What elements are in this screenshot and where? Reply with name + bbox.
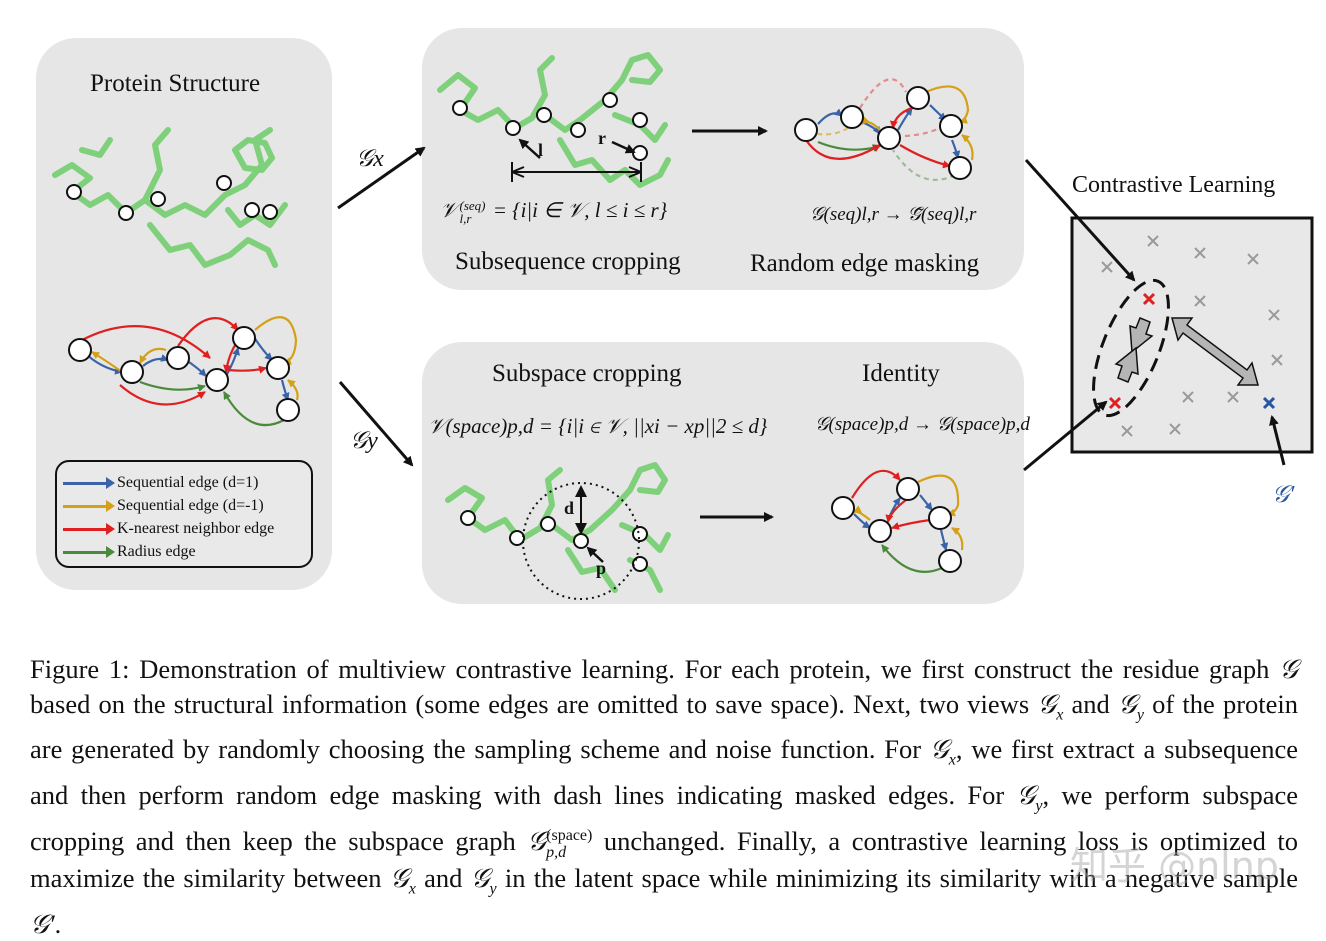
label-p: p xyxy=(596,558,607,578)
caption-text: based on the structural information (som… xyxy=(30,688,1038,719)
push-arrow xyxy=(1171,317,1259,386)
latent-cross-marks xyxy=(1101,235,1283,437)
positive-pair-cross xyxy=(1108,396,1122,410)
caption-math-sub: x xyxy=(948,751,956,769)
gx-panel xyxy=(422,28,1024,290)
caption-text: of the protein are generated by randomly… xyxy=(30,688,1299,765)
subsequence-nodes xyxy=(452,92,648,161)
subspace-nodes xyxy=(460,510,648,572)
masked-graph-nodes xyxy=(794,86,972,180)
watermark: 知乎 @nlnp xyxy=(1070,844,1279,888)
caption-text: in the latent space while minimizing its… xyxy=(496,862,1298,893)
arrow-to-gy xyxy=(338,381,414,467)
subsequence-title: Subsequence cropping xyxy=(455,248,681,275)
legend-label: Sequential edge (d=-1) xyxy=(117,497,264,514)
pull-arrows xyxy=(1114,317,1154,383)
subspace-radius-circle xyxy=(522,482,640,600)
range-bracket xyxy=(511,162,642,182)
legend-arrow-icon xyxy=(63,522,115,535)
caption-math-sub: x xyxy=(408,880,416,898)
legend-label: K-nearest neighbor edge xyxy=(117,520,275,537)
subsequence-formula-sub: l,r xyxy=(459,211,472,227)
identity-graph-nodes xyxy=(831,477,962,573)
positive-pair-ellipse xyxy=(1092,278,1170,418)
graph-nodes-left xyxy=(68,326,300,422)
caption-math: 𝒢 xyxy=(929,734,949,765)
subsequence-formula: 𝒱(seq)l,r = {i|i ∈ 𝒱, l ≤ i ≤ r} xyxy=(440,198,667,225)
legend-item-radius: Radius edge xyxy=(63,541,196,563)
caption-text: Figure 1: Demonstration of multiview con… xyxy=(30,654,1280,684)
contrastive-learning-title: Contrastive Learning xyxy=(1072,172,1276,198)
figure-diagram xyxy=(36,28,1314,604)
arrow-gy-to-latent xyxy=(1023,400,1108,472)
caption-math: 𝒢 xyxy=(1016,780,1036,811)
caption-math: 𝒢 xyxy=(470,862,490,893)
caption-text: and xyxy=(1063,688,1118,719)
figure-caption: Figure 1: Demonstration of multiview con… xyxy=(30,652,1298,941)
masked-graph-edges xyxy=(805,78,974,181)
identity-graph-edges xyxy=(851,469,964,573)
edge-masking-formula: 𝒢(seq)l,r → 𝒢̃(seq)l,r xyxy=(810,204,977,225)
subspace-formula: 𝒱(space)p,d = {i|i ∈ 𝒱, ||xi − xp||2 ≤ d… xyxy=(428,414,768,438)
label-r: r xyxy=(598,128,606,148)
legend-item-knn: K-nearest neighbor edge xyxy=(63,518,274,540)
label-d: d xyxy=(564,498,575,518)
caption-math-sub: x xyxy=(1056,705,1064,723)
r-arrow xyxy=(611,140,636,154)
legend-item-seq-dm1: Sequential edge (d=-1) xyxy=(63,495,264,517)
full-residue-graph xyxy=(81,316,299,427)
protein-structure-title: Protein Structure xyxy=(90,70,261,97)
arrow-gx-to-latent xyxy=(1024,158,1136,282)
subsequence-formula-rest: = {i|i ∈ 𝒱, l ≤ i ≤ r} xyxy=(487,198,668,222)
caption-text: unchanged. Finally, a contrastive learni… xyxy=(30,825,1299,893)
label-l: l xyxy=(538,140,544,160)
p-arrow xyxy=(586,546,604,563)
caption-math-sub: y xyxy=(1136,705,1144,723)
protein-structure-panel xyxy=(36,38,332,590)
edge-legend: Sequential edge (d=1) Sequential edge (d… xyxy=(55,460,313,568)
gy-view-label: 𝒢y xyxy=(350,428,378,454)
caption-math-sub: p,d xyxy=(546,843,567,861)
identity-title: Identity xyxy=(862,360,940,387)
caption-math: 𝒢 xyxy=(1037,688,1057,719)
caption-math: 𝒢 xyxy=(1279,654,1298,684)
subsequence-formula-sup: (seq) xyxy=(459,198,486,214)
caption-text: , we first extract a subsequence and the… xyxy=(30,734,1299,811)
caption-math: 𝒢 xyxy=(527,825,547,856)
arrow-negative-to-latent xyxy=(1269,415,1286,466)
caption-text: , we perform subspace cropping and then … xyxy=(30,780,1298,856)
caption-math-sub: y xyxy=(1035,797,1043,815)
protein-nodes-left xyxy=(66,175,278,221)
caption-math-sub: y xyxy=(489,880,497,898)
positive-anchor-cross xyxy=(1142,292,1156,306)
caption-math-sup: (space) xyxy=(546,826,593,844)
caption-math: 𝒢 xyxy=(389,862,409,893)
legend-label: Sequential edge (d=1) xyxy=(117,474,259,491)
l-arrow xyxy=(518,138,541,159)
legend-arrow-icon xyxy=(63,545,115,558)
legend-label: Radius edge xyxy=(117,543,196,560)
legend-arrow-icon xyxy=(63,499,115,512)
identity-formula: 𝒢(space)p,d → 𝒢(space)p,d xyxy=(815,414,1030,435)
legend-arrow-icon xyxy=(63,476,115,489)
legend-item-seq-d1: Sequential edge (d=1) xyxy=(63,472,258,494)
caption-text: and xyxy=(415,862,471,893)
negative-sample-label: 𝒢′ xyxy=(1272,482,1295,508)
caption-math: 𝒢 xyxy=(1117,688,1137,719)
negative-sample-cross xyxy=(1262,396,1276,410)
gx-view-label: 𝒢x xyxy=(356,146,384,172)
d-arrowheads xyxy=(575,485,587,535)
subsequence-formula-v: 𝒱 xyxy=(440,198,458,222)
subspace-title: Subspace cropping xyxy=(492,360,682,387)
arrow-to-gx xyxy=(337,146,426,210)
edge-masking-title: Random edge masking xyxy=(750,250,980,277)
